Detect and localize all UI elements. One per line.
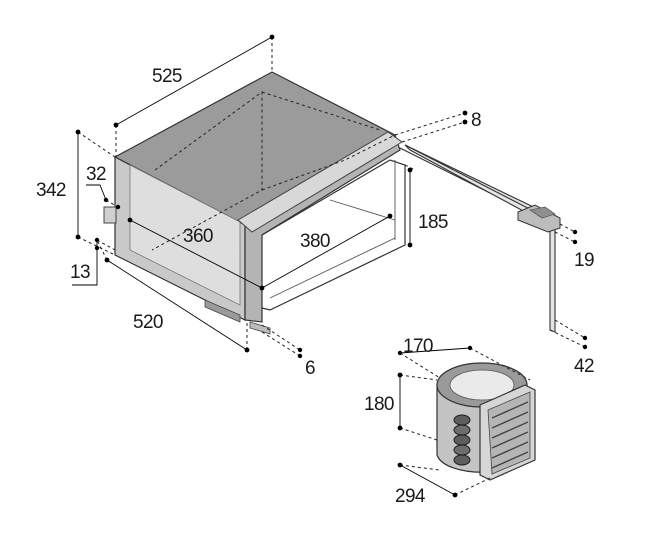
slide-rail-inner	[329, 199, 396, 221]
label-compressor-width: 170	[403, 336, 433, 357]
dim-line-drawer-width	[261, 215, 391, 289]
label-compressor-height: 180	[364, 394, 394, 415]
label-inner-width: 360	[183, 226, 213, 247]
label-base-right: 6	[305, 358, 315, 379]
label-handle-height: 19	[574, 250, 594, 271]
label-door-bottom: 42	[574, 356, 594, 377]
dim-line-base-width	[106, 259, 248, 351]
dimension-labels: 525 8 342 32 360 380 185 13 520 6 19 42 …	[36, 66, 595, 507]
drawer-rail	[269, 237, 396, 299]
label-bottom-offset: 13	[70, 262, 90, 283]
cabinet	[103, 71, 403, 335]
door-handle-grip	[529, 206, 556, 219]
door-handle	[517, 204, 561, 233]
door-panel	[404, 144, 561, 333]
dim-line-top-width	[115, 36, 273, 126]
interior-hidden-edges	[151, 91, 263, 251]
drawer-outline	[261, 159, 406, 311]
dim-line-compressor-depth	[399, 464, 456, 496]
compressor-top-inner	[449, 369, 515, 401]
label-top-width: 525	[152, 66, 182, 87]
compressor-coils	[453, 414, 471, 466]
label-height-total: 342	[36, 180, 66, 201]
drawer-frame	[261, 147, 531, 311]
label-drawer-width: 380	[300, 231, 330, 252]
compressor-grille-face	[487, 391, 531, 475]
label-compressor-depth: 294	[395, 486, 426, 507]
dim-line-inner-width	[129, 219, 263, 289]
label-drawer-height: 185	[418, 212, 448, 233]
compressor-unit	[436, 362, 536, 481]
cabinet-foot-right	[249, 321, 271, 335]
door-frame	[404, 144, 556, 333]
label-depth-right: 8	[471, 110, 481, 131]
side-bracket	[103, 206, 117, 224]
label-inner-offset: 32	[86, 164, 106, 185]
interior-hidden-edge-3	[261, 91, 381, 131]
compressor-grille-slats	[491, 401, 529, 469]
cabinet-foot-left	[204, 299, 241, 323]
label-base-width: 520	[133, 312, 163, 333]
dimension-lines	[72, 34, 588, 498]
